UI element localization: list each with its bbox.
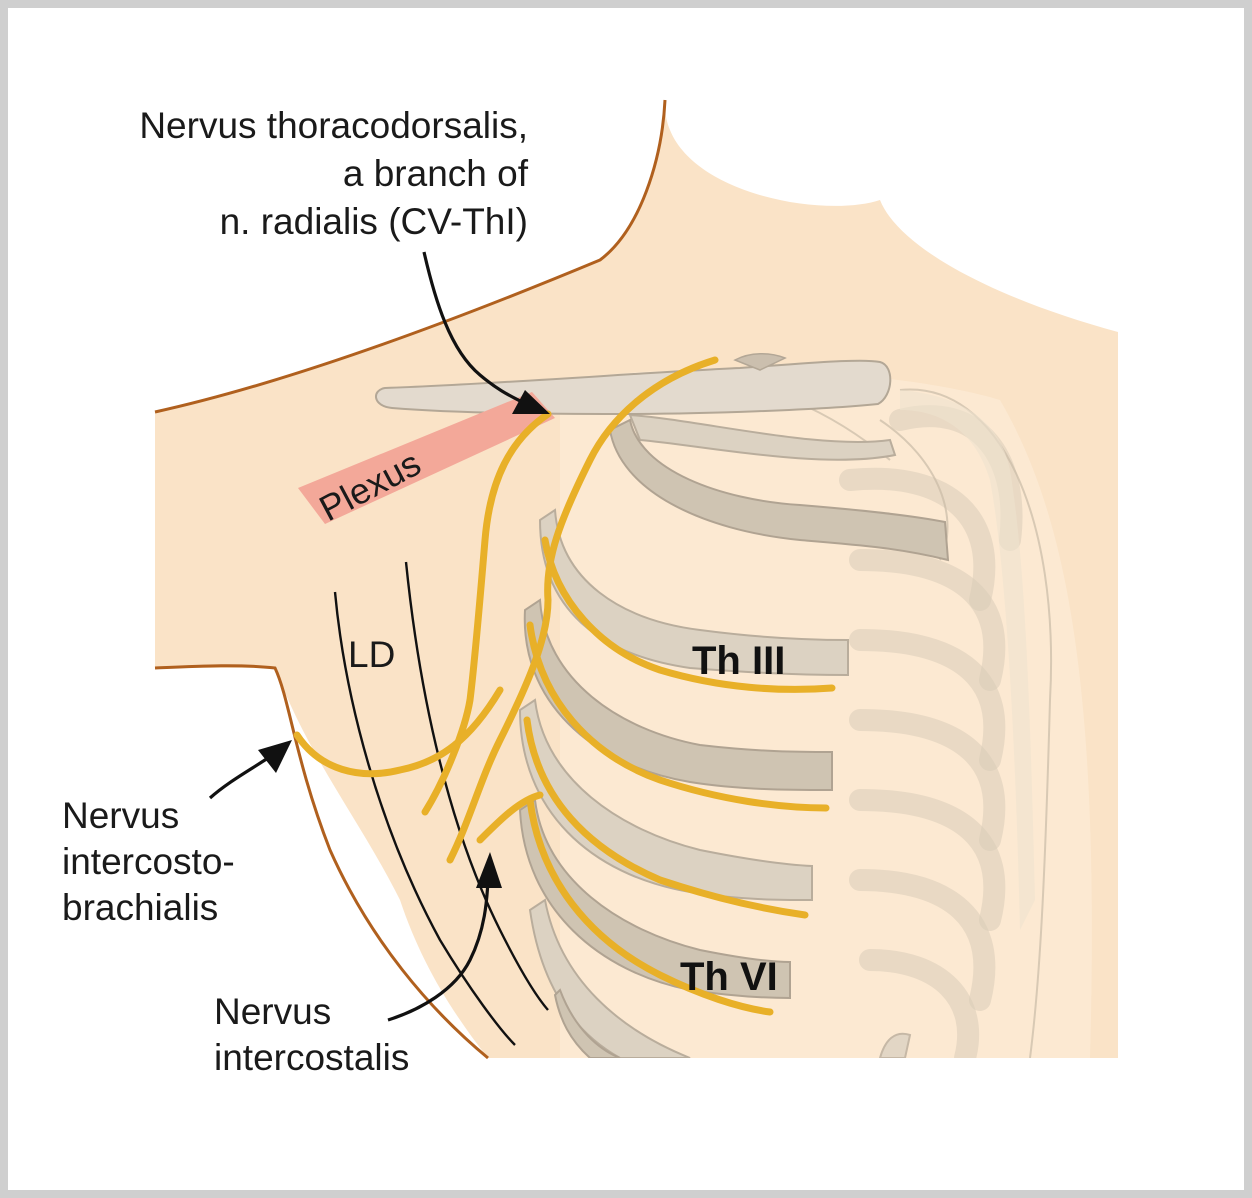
th3-label: Th III <box>692 639 785 683</box>
intercostobrachialis-arrow <box>210 758 268 798</box>
intercostobrachialis-line-1: Nervus <box>62 795 179 836</box>
thoracodorsal-line-1: Nervus thoracodorsalis, <box>139 105 528 146</box>
intercostalis-line-1: Nervus <box>214 991 331 1032</box>
intercostobrachialis-arrowhead <box>258 740 292 773</box>
th6-label: Th VI <box>680 955 778 999</box>
intercostalis-line-2: intercostalis <box>214 1037 409 1078</box>
thoracodorsal-label: Nervus thoracodorsalis, a branch of n. r… <box>139 105 528 242</box>
intercostobrachialis-line-3: brachialis <box>62 887 218 928</box>
ld-label: LD <box>348 634 395 675</box>
intercostobrachialis-label: Nervus intercosto- brachialis <box>62 795 235 928</box>
intercostobrachialis-line-2: intercosto- <box>62 841 235 882</box>
thoracodorsal-line-3: n. radialis (CV-ThI) <box>220 201 528 242</box>
intercostalis-label: Nervus intercostalis <box>214 991 409 1078</box>
thoracodorsal-line-2: a branch of <box>343 153 529 194</box>
